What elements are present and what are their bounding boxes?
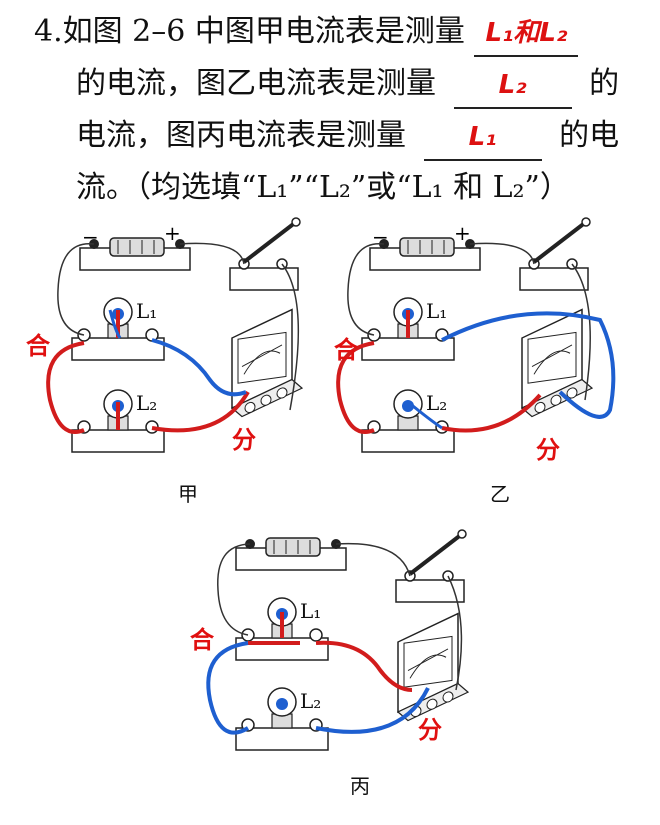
question-number: 4. xyxy=(34,14,63,49)
question-line-4: 流。（均选填“L₁”“L₂”或“L₁ 和 L₂”） xyxy=(76,166,570,210)
question-text-2b: 的 xyxy=(589,66,620,101)
figure-bing-he-label: 合 xyxy=(190,626,214,654)
figure-yi-minus-sign: − xyxy=(372,225,389,249)
question-text-3b: 的电 xyxy=(559,118,620,153)
answer-blank-2: L₂ xyxy=(453,63,572,109)
figure-yi-fen-label: 分 xyxy=(536,436,560,464)
figure-bing-caption: 丙 xyxy=(350,774,370,798)
question-line-2: 的电流，图乙电流表是测量 L₂ 的 xyxy=(76,62,619,109)
figure-yi-plus-sign: + xyxy=(454,221,471,245)
figure-bing-fen-label: 分 xyxy=(418,716,442,744)
figure-jia: L₁ L₂ − + xyxy=(46,216,303,453)
figure-bing-lamp1-label: L₁ xyxy=(300,599,321,623)
figure-bing: L₁ L₂ xyxy=(206,528,469,751)
figure-yi-lamp1-label: L₁ xyxy=(426,299,447,323)
question-line-3: 电流，图丙电流表是测量 L₁ 的电 xyxy=(76,114,619,161)
figure-bing-lamp2-label: L₂ xyxy=(300,689,321,713)
figure-jia-lamp1-label: L₁ xyxy=(136,299,157,323)
answer-blank-1: L₁和L₂ xyxy=(474,11,579,57)
figure-jia-plus-sign: + xyxy=(164,221,181,245)
question-text-4: 流。（均选填“L₁”“L₂”或“L₁ 和 L₂”） xyxy=(76,170,570,205)
figure-yi: L₁ L₂ − + xyxy=(336,216,616,453)
figure-jia-lamp2-label: L₂ xyxy=(136,391,157,415)
question-line-1: 4.如图 2–6 中图甲电流表是测量 L₁和L₂ xyxy=(34,10,579,57)
figure-yi-he-label: 合 xyxy=(334,336,358,364)
figure-yi-lamp2-label: L₂ xyxy=(426,391,447,415)
question-text-3a: 电流，图丙电流表是测量 xyxy=(76,118,406,153)
figure-jia-caption: 甲 xyxy=(178,482,198,506)
figure-jia-fen-label: 分 xyxy=(232,426,256,454)
figure-jia-he-label: 合 xyxy=(26,332,50,360)
question-text-2a: 的电流，图乙电流表是测量 xyxy=(76,66,436,101)
figure-yi-caption: 乙 xyxy=(490,482,510,506)
answer-blank-3: L₁ xyxy=(423,115,542,161)
figure-jia-minus-sign: − xyxy=(82,225,99,249)
question-text-1: 如图 2–6 中图甲电流表是测量 xyxy=(62,14,465,49)
